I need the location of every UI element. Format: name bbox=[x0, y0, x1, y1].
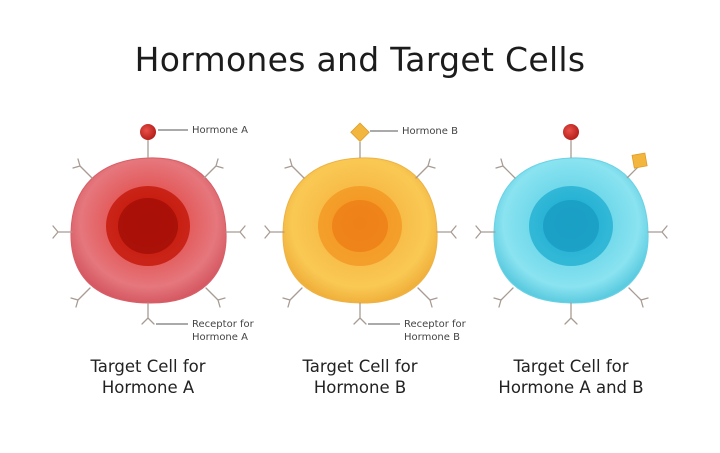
callout-receptor-a-line1: Receptor for bbox=[192, 319, 254, 330]
receptor-group-a bbox=[52, 158, 246, 325]
cell-a-label-line2: Hormone A bbox=[101, 378, 195, 397]
callout-hormone-a-text: Hormone A bbox=[192, 125, 248, 136]
cell-a bbox=[70, 157, 227, 304]
cell-ab-label-line2: Hormone A and B bbox=[498, 378, 644, 397]
callout-receptor-b: Receptor for Hormone B bbox=[404, 318, 466, 344]
hormone-b-marker bbox=[350, 122, 370, 143]
cell-b-label: Target Cell for Hormone B bbox=[260, 356, 460, 398]
cell-ab-label: Target Cell for Hormone A and B bbox=[471, 356, 671, 398]
callout-receptor-b-line2: Hormone B bbox=[404, 332, 460, 343]
cell-b bbox=[282, 157, 438, 304]
receptor-group-ab bbox=[475, 158, 668, 325]
callout-hormone-a: Hormone A bbox=[192, 124, 248, 137]
hormone-b-marker-ab bbox=[631, 152, 648, 169]
receptor-group-b bbox=[264, 158, 457, 325]
callout-lines bbox=[156, 129, 400, 325]
cell-b-label-line1: Target Cell for bbox=[302, 357, 418, 376]
callout-receptor-a-line2: Hormone A bbox=[192, 332, 248, 343]
cell-ab-label-line1: Target Cell for bbox=[513, 357, 629, 376]
cell-a-label: Target Cell for Hormone A bbox=[48, 356, 248, 398]
cell-a-label-line1: Target Cell for bbox=[90, 357, 206, 376]
callout-hormone-b-text: Hormone B bbox=[402, 126, 458, 137]
hormone-a-marker-ab bbox=[563, 124, 579, 140]
hormone-a-marker bbox=[140, 124, 156, 140]
callout-hormone-b: Hormone B bbox=[402, 125, 458, 138]
cell-b-label-line2: Hormone B bbox=[313, 378, 407, 397]
callout-receptor-b-line1: Receptor for bbox=[404, 319, 466, 330]
cell-ab bbox=[493, 157, 649, 304]
callout-receptor-a: Receptor for Hormone A bbox=[192, 318, 254, 344]
receptors bbox=[52, 158, 668, 325]
page-title: Hormones and Target Cells bbox=[134, 40, 586, 79]
